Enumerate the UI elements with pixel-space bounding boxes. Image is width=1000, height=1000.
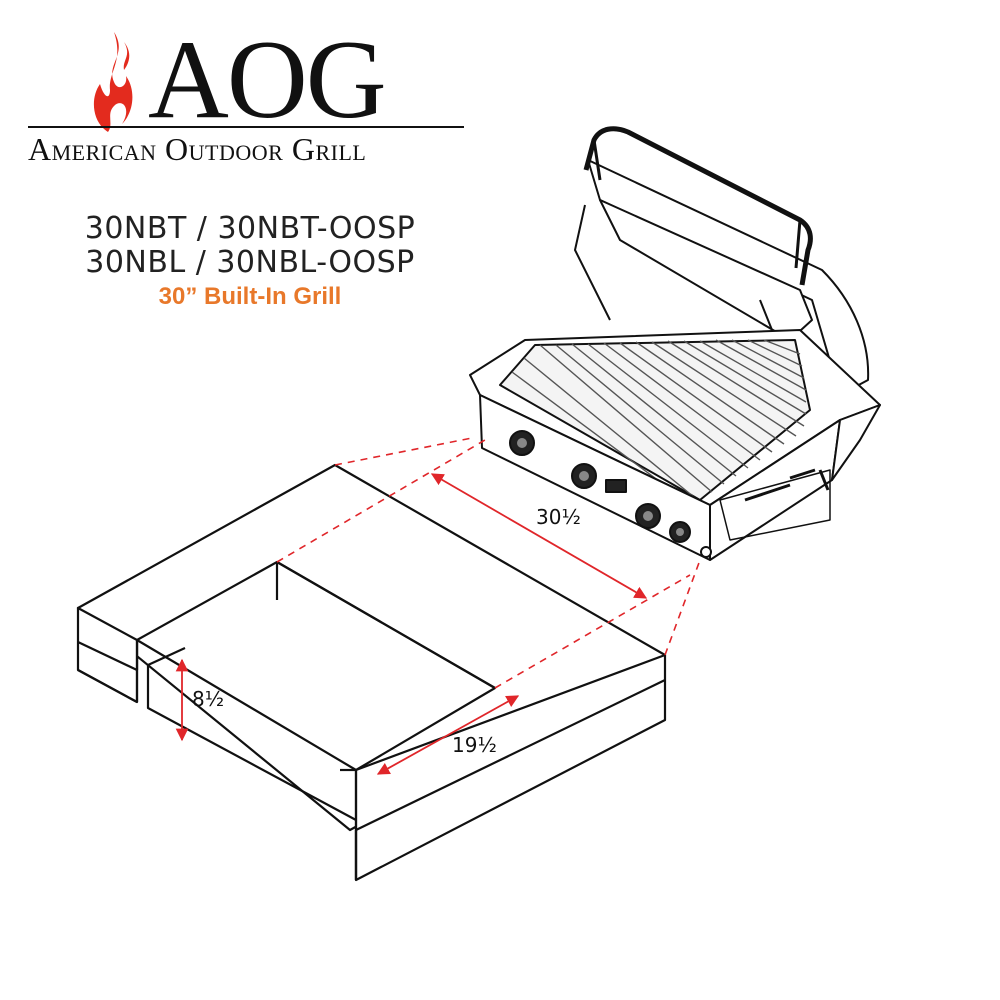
product-title: 30” Built-In Grill: [158, 283, 342, 310]
flame-icon: [93, 32, 133, 132]
width-dimension-label: 30½: [536, 505, 581, 529]
aog-logo: AOG American Outdoor Grill: [28, 18, 468, 166]
height-dimension-label: 8½: [192, 687, 224, 711]
width-dimension-arrow: [430, 473, 648, 599]
logo-tagline: American Outdoor Grill: [28, 131, 367, 167]
extension-lines: [276, 437, 701, 689]
logo-divider: [28, 126, 464, 128]
model-line-2: 30NBL / 30NBL-OOSP: [85, 245, 415, 280]
model-numbers: 30NBT / 30NBT-OOSP 30NBL / 30NBL-OOSP 30…: [40, 212, 460, 314]
model-line-1: 30NBT / 30NBT-OOSP: [84, 211, 416, 246]
grill-illustration: [469, 126, 881, 561]
grill-handle: [583, 126, 813, 286]
grill-grates: [499, 339, 811, 501]
depth-dimension-label: 19½: [452, 733, 497, 757]
logo-wordmark: AOG: [148, 18, 387, 142]
grill-badge: [605, 479, 627, 493]
depth-dimension-arrow: [376, 695, 520, 775]
